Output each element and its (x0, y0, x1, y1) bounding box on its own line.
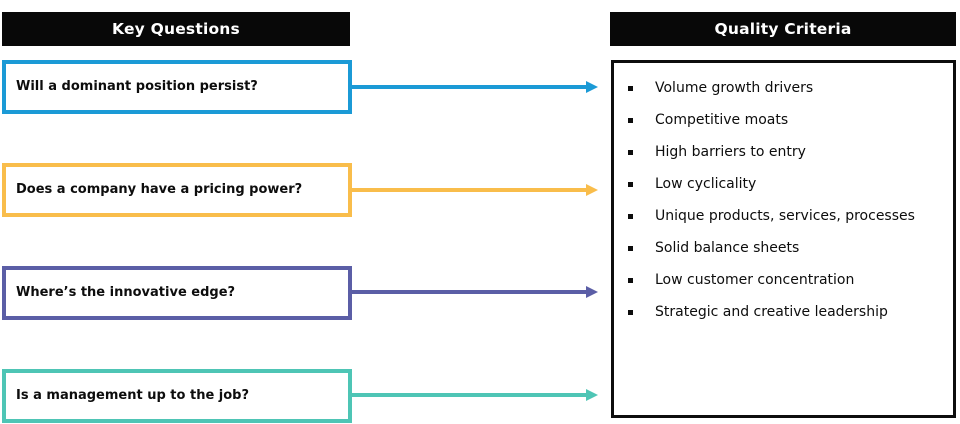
criteria-label: High barriers to entry (655, 144, 806, 160)
question-box-management[interactable]: Is a management up to the job? (2, 369, 352, 423)
criteria-label: Low cyclicality (655, 176, 757, 192)
list-item: High barriers to entry (625, 136, 949, 168)
arrow-shaft (352, 85, 587, 89)
list-item: Strategic and creative leadership (625, 296, 949, 328)
criteria-label: Volume growth drivers (655, 80, 814, 96)
list-item: Volume growth drivers (625, 72, 949, 104)
quality-criteria-header: Quality Criteria (610, 12, 956, 46)
square-bullet-icon (628, 310, 633, 315)
arrow-head (586, 81, 598, 93)
arrow-right-icon (352, 184, 598, 196)
question-box-pricing-power[interactable]: Does a company have a pricing power? (2, 163, 352, 217)
list-item: Unique products, services, processes (625, 200, 949, 232)
arrow-shaft (352, 290, 587, 294)
arrow-right-icon (352, 81, 598, 93)
arrow-shaft (352, 188, 587, 192)
arrow-head (586, 184, 598, 196)
arrow-head (586, 389, 598, 401)
arrow-right-icon (352, 389, 598, 401)
list-item: Solid balance sheets (625, 232, 949, 264)
list-item: Low cyclicality (625, 168, 949, 200)
square-bullet-icon (628, 246, 633, 251)
question-label: Does a company have a pricing power? (16, 181, 303, 197)
criteria-label: Competitive moats (655, 112, 789, 128)
square-bullet-icon (628, 118, 633, 123)
key-questions-header: Key Questions (2, 12, 350, 46)
list-item: Competitive moats (625, 104, 949, 136)
criteria-label: Low customer concentration (655, 272, 855, 288)
quality-criteria-header-label: Quality Criteria (714, 20, 852, 38)
list-item: Low customer concentration (625, 264, 949, 296)
criteria-list: Volume growth drivers Competitive moats … (625, 72, 949, 328)
criteria-label: Strategic and creative leadership (655, 304, 888, 320)
quality-criteria-panel: Volume growth drivers Competitive moats … (611, 60, 956, 418)
question-label: Is a management up to the job? (16, 387, 250, 403)
square-bullet-icon (628, 86, 633, 91)
question-box-innovative-edge[interactable]: Where’s the innovative edge? (2, 266, 352, 320)
square-bullet-icon (628, 182, 633, 187)
question-label: Will a dominant position persist? (16, 78, 258, 94)
key-questions-header-label: Key Questions (112, 20, 240, 38)
question-label: Where’s the innovative edge? (16, 284, 236, 300)
square-bullet-icon (628, 214, 633, 219)
criteria-label: Unique products, services, processes (655, 208, 915, 224)
criteria-label: Solid balance sheets (655, 240, 800, 256)
arrow-right-icon (352, 286, 598, 298)
question-box-dominant-position[interactable]: Will a dominant position persist? (2, 60, 352, 114)
square-bullet-icon (628, 150, 633, 155)
arrow-head (586, 286, 598, 298)
square-bullet-icon (628, 278, 633, 283)
arrow-shaft (352, 393, 587, 397)
